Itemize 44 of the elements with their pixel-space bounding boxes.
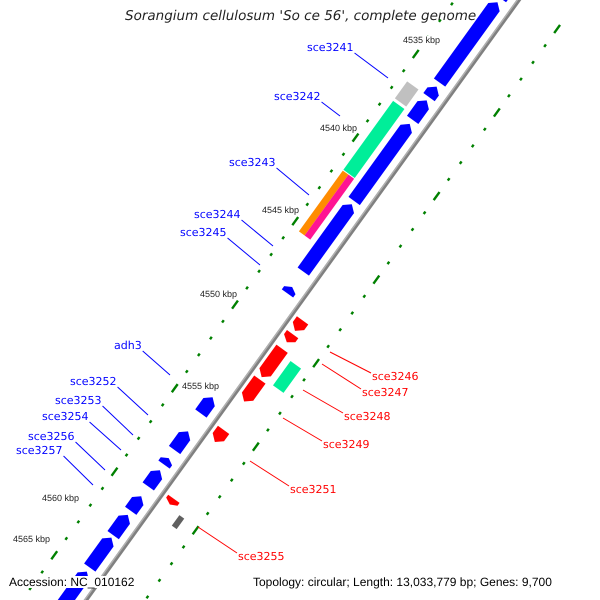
gene-label: sce3252 [70, 376, 117, 387]
scale-label: 4535 kbp [403, 36, 440, 45]
gene-label: sce3254 [42, 411, 89, 422]
leader-line [302, 390, 344, 414]
gene-label: sce3244 [194, 209, 241, 220]
scale-label: 4555 kbp [182, 382, 220, 391]
map-title: Sorangium cellulosum 'So ce 56', complete genome [125, 10, 476, 24]
leader-line [117, 386, 148, 416]
scale-label: 4550 kbp [200, 290, 238, 299]
genome-info-text: Topology: circular; Length: 13,033,779 bp; Genes: 9,700 [253, 576, 552, 588]
gene-label: sce3257 [16, 445, 63, 456]
scale-label: 4565 kbp [13, 535, 50, 544]
gene-label: sce3256 [28, 431, 75, 442]
scale-label: 4560 kbp [42, 494, 80, 503]
gene-label: sce3241 [307, 42, 354, 53]
leader-line [102, 406, 134, 436]
leader-line [89, 422, 122, 450]
gene-label: sce3255 [238, 551, 285, 562]
gene-label: sce3246 [372, 371, 419, 382]
gene-label: sce3251 [290, 484, 337, 495]
leader-line [321, 102, 340, 116]
leader-line [276, 168, 310, 196]
gene-label: sce3242 [274, 91, 321, 102]
leader-line [282, 418, 322, 442]
leader-line [330, 352, 372, 374]
leader-line [322, 364, 362, 390]
gene-label: sce3253 [55, 395, 102, 406]
leader-line [142, 350, 170, 376]
scale-label: 4545 kbp [262, 206, 300, 215]
accession-text: Accession: NC_010162 [9, 576, 134, 588]
leader-line [227, 238, 260, 266]
leader-line [198, 526, 238, 554]
gene-label: sce3245 [180, 227, 227, 238]
gene-label: adh3 [114, 340, 142, 351]
gene-label: sce3247 [362, 387, 409, 398]
leader-line [354, 52, 388, 78]
leader-line [241, 220, 274, 246]
gene-label: sce3249 [323, 439, 370, 450]
gene-label: sce3248 [344, 411, 391, 422]
leader-line [250, 460, 290, 486]
gene-label: sce3243 [229, 157, 276, 168]
leader-line [75, 442, 106, 470]
scale-label: 4540 kbp [320, 124, 358, 133]
leader-line [63, 456, 94, 486]
